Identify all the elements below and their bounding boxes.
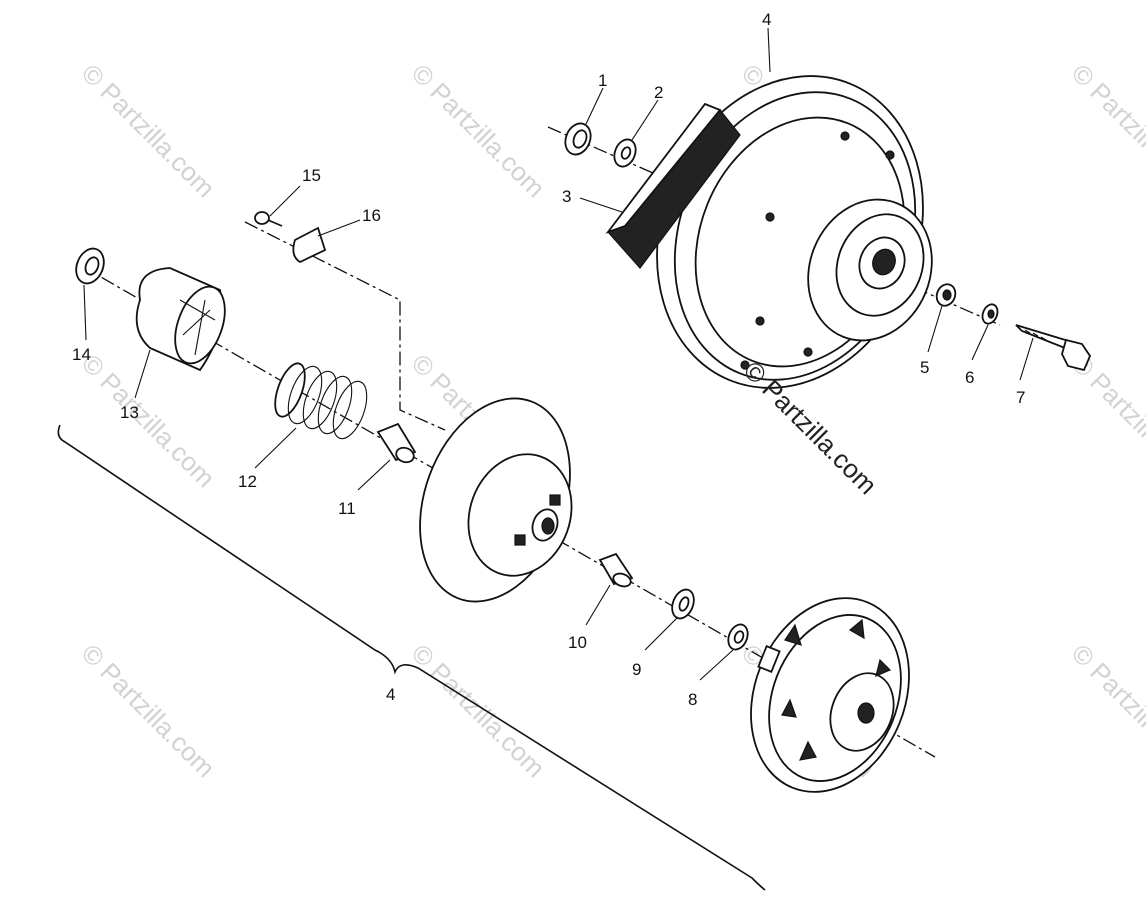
callout-14: 14 bbox=[72, 345, 91, 364]
callout-7: 7 bbox=[1016, 388, 1025, 407]
callout-labels: 1 2 3 4 5 6 7 8 9 10 11 12 13 14 15 16 4 bbox=[72, 10, 1025, 709]
callout-6: 6 bbox=[965, 368, 974, 387]
watermark: © Partzilla.com bbox=[406, 638, 551, 783]
watermark: © Partzilla.com bbox=[406, 58, 551, 203]
washer-part-6 bbox=[981, 303, 999, 325]
callout-8: 8 bbox=[688, 690, 697, 709]
washer-part-2 bbox=[613, 138, 637, 168]
watermark: © Partzilla.com bbox=[76, 58, 221, 203]
callout-3: 3 bbox=[562, 187, 571, 206]
callout-10: 10 bbox=[568, 633, 587, 652]
movable-sheave bbox=[419, 397, 573, 603]
bushing-part-10 bbox=[598, 552, 634, 588]
weight-centerline bbox=[244, 221, 446, 431]
watermark: © Partzilla.com bbox=[1066, 58, 1146, 203]
callout-15: 15 bbox=[302, 166, 321, 185]
watermark: © Partzilla.com bbox=[1066, 638, 1146, 783]
sheave-assembly-part-4 bbox=[656, 75, 933, 389]
callout-16: 16 bbox=[362, 206, 381, 225]
watermark-group: © Partzilla.com © Partzilla.com © Partzi… bbox=[76, 58, 1146, 783]
washer-part-9 bbox=[671, 588, 695, 620]
washer-part-1 bbox=[564, 122, 592, 156]
callout-4-top: 4 bbox=[762, 10, 771, 29]
washer-part-8 bbox=[727, 623, 749, 651]
callout-12: 12 bbox=[238, 472, 257, 491]
watermark: © Partzilla.com bbox=[76, 638, 221, 783]
fixed-sheave bbox=[750, 597, 910, 793]
callout-4-bracket: 4 bbox=[386, 685, 395, 704]
leader-lines bbox=[83, 27, 1034, 681]
spring-part-12 bbox=[274, 362, 368, 440]
belt-part-3 bbox=[605, 102, 741, 269]
assembly-bracket bbox=[57, 424, 766, 891]
weight-part-16 bbox=[292, 226, 327, 264]
bushing-part-11 bbox=[376, 422, 417, 464]
watermark: © Partzilla.com bbox=[1066, 348, 1146, 493]
washer-part-5 bbox=[935, 283, 957, 307]
callout-9: 9 bbox=[632, 660, 641, 679]
bolt-part-7 bbox=[1015, 324, 1092, 372]
callout-13: 13 bbox=[120, 403, 139, 422]
callout-11: 11 bbox=[338, 499, 356, 518]
washer-part-14 bbox=[75, 247, 105, 285]
callout-1: 1 bbox=[598, 71, 607, 90]
screw-part-15 bbox=[254, 211, 283, 227]
cam-part-13 bbox=[135, 267, 226, 372]
callout-5: 5 bbox=[920, 358, 929, 377]
callout-2: 2 bbox=[654, 83, 663, 102]
